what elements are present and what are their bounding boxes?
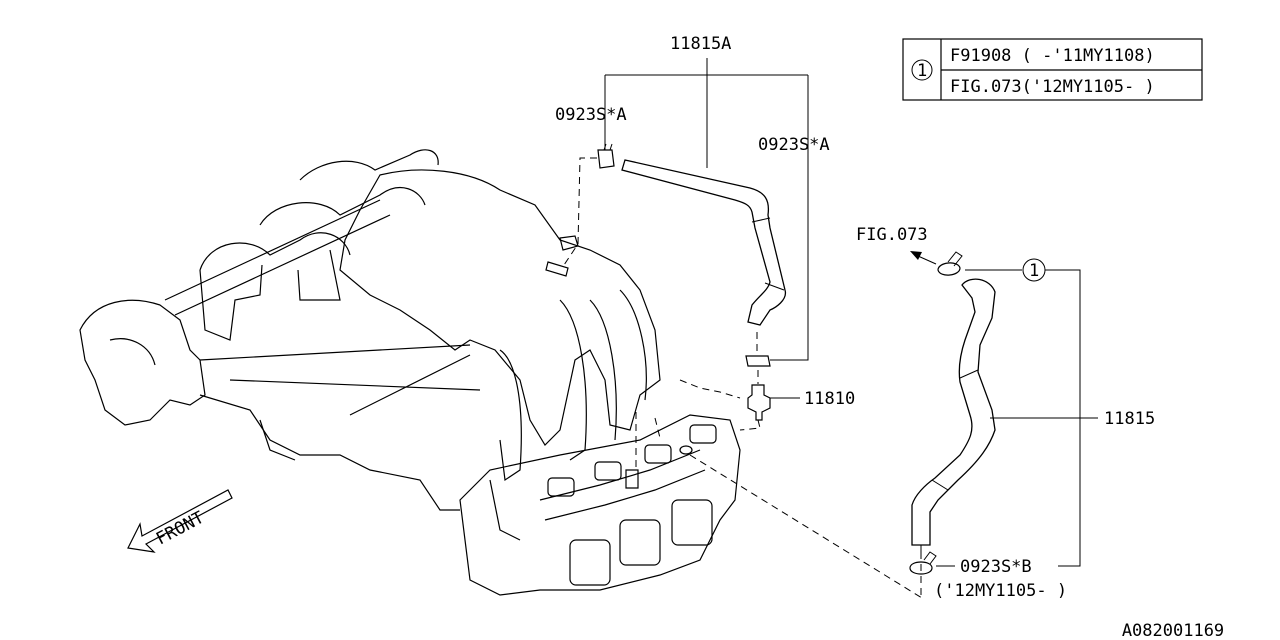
label-11810: 11810 — [804, 389, 855, 409]
diagram-code: A082001169 — [1122, 621, 1224, 640]
clip-0923S-A-left — [597, 143, 615, 169]
fig-ref-arrow — [917, 255, 937, 265]
callout-number: 1 — [1029, 261, 1039, 281]
clip-fig073 — [937, 251, 963, 276]
label-0923S-B-note: ('12MY1105- ) — [934, 581, 1067, 601]
pcv-valve-11810 — [747, 384, 771, 421]
label-0923S-A-left: 0923S*A — [555, 105, 627, 125]
table-key: 1 — [917, 61, 927, 81]
hose-11815 — [911, 278, 996, 546]
label-11815: 11815 — [1104, 409, 1155, 429]
table-row-2: FIG.073('12MY1105- ) — [950, 77, 1155, 97]
clip-0923S-B — [909, 551, 937, 575]
label-0923S-A-right: 0923S*A — [758, 135, 830, 155]
reference-table — [902, 38, 1203, 101]
front-direction-arrow: FRONT — [127, 489, 233, 553]
label-11815A: 11815A — [670, 34, 731, 54]
engine-illustration — [79, 149, 741, 596]
clip-0923S-A-right — [745, 355, 771, 367]
label-fig-ref: FIG.073 — [856, 225, 928, 245]
label-0923S-B: 0923S*B — [960, 557, 1032, 577]
front-label: FRONT — [153, 508, 208, 550]
assembly-line — [561, 157, 597, 269]
table-row-1: F91908 ( -'11MY1108) — [950, 46, 1155, 66]
hose-11815A — [621, 159, 787, 326]
table-key-circle — [911, 59, 933, 81]
